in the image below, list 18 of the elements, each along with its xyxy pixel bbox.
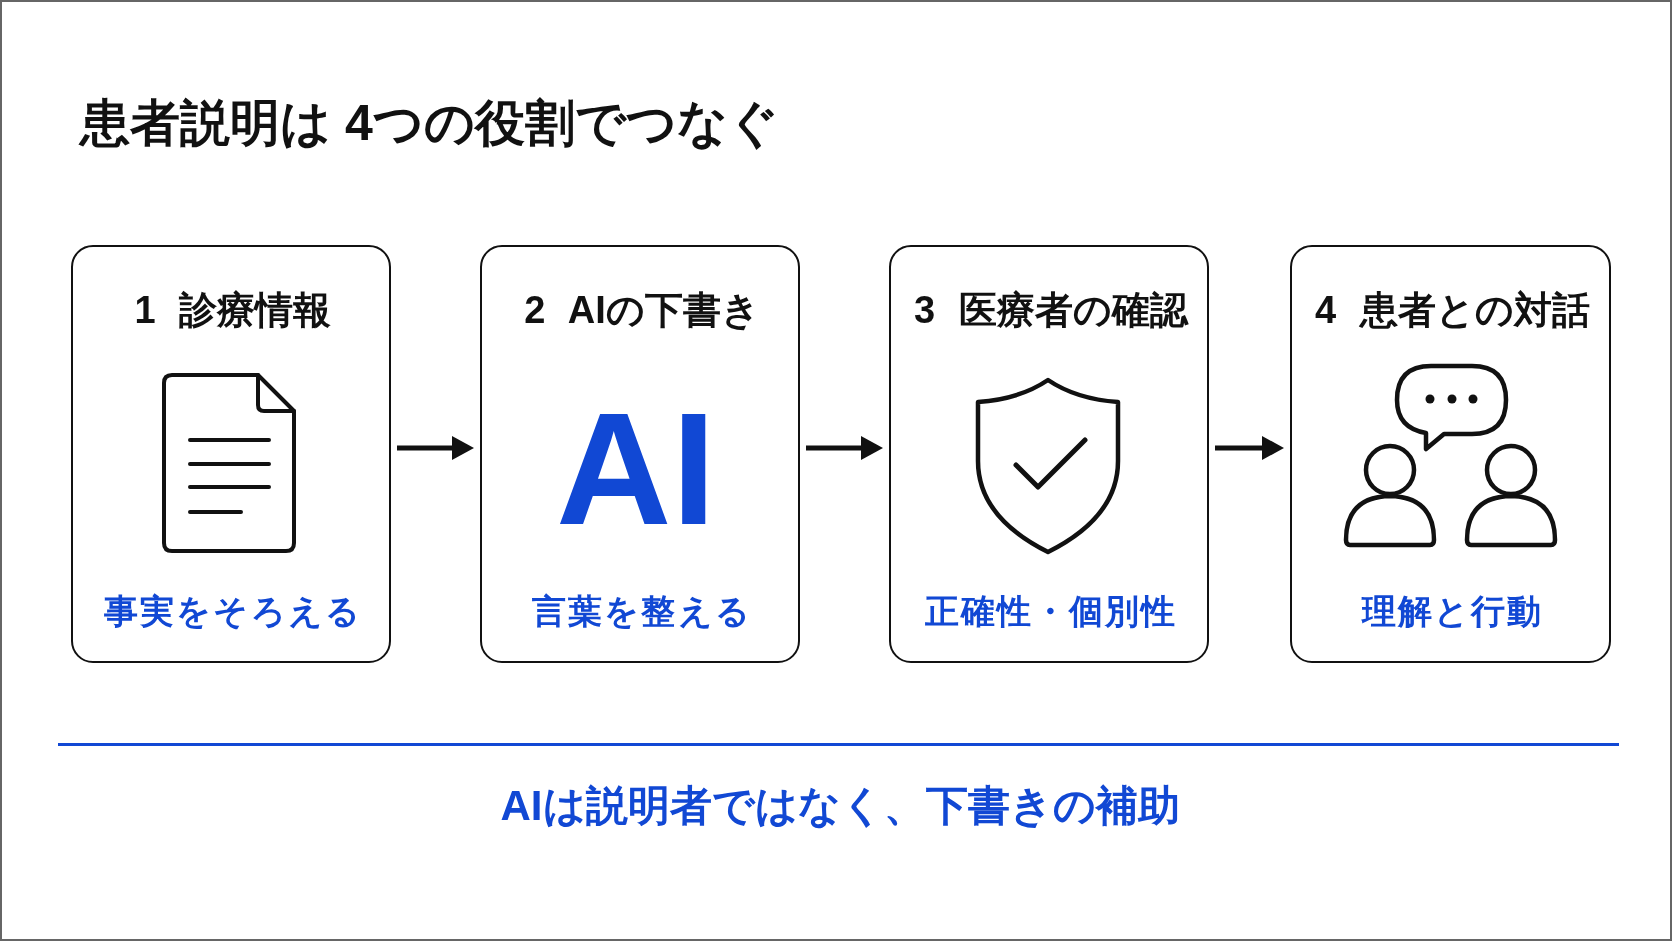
step-heading: 1 診療情報 — [134, 288, 332, 333]
step-heading: 2 AIの下書き — [524, 288, 760, 333]
step-card — [889, 245, 1209, 663]
step-card — [71, 245, 391, 663]
title: 患者説明は 4つの役割でつなぐ — [80, 94, 779, 153]
step-caption: 正確性・個別性 — [924, 591, 1178, 632]
step-heading: 4 患者との対話 — [1315, 288, 1590, 333]
large-lettering: AI — [556, 389, 716, 549]
step-heading: 3 医療者の確認 — [914, 288, 1188, 333]
step-card — [480, 245, 800, 663]
arrow — [1215, 436, 1284, 460]
step-caption: 理解と行動 — [1361, 591, 1544, 632]
arrow — [806, 436, 883, 460]
arrow — [397, 436, 474, 460]
step-caption: 言葉を整える — [532, 591, 752, 632]
step-card — [1290, 245, 1611, 663]
caption: AIは説明者ではなく、下書きの補助 — [500, 781, 1180, 831]
step-caption: 事実をそろえる — [104, 591, 362, 632]
